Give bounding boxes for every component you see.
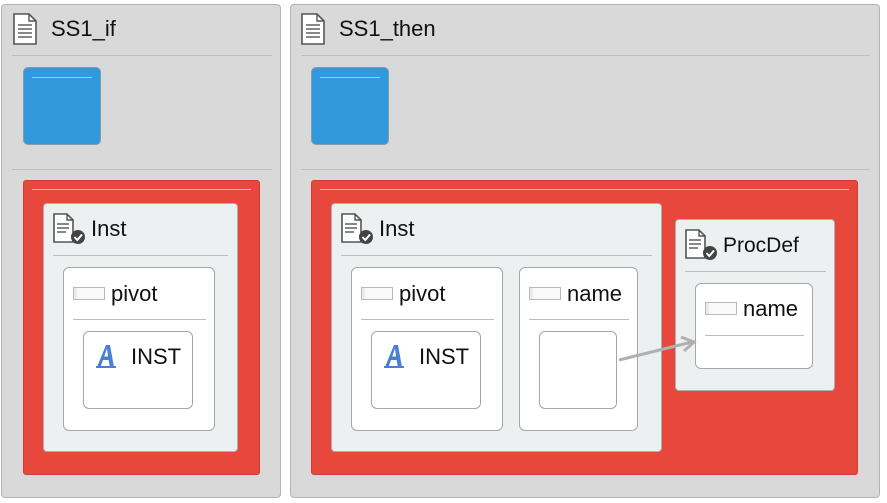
field-label: name [743,296,799,321]
blue-block-highlight [320,77,380,78]
node-title: Inst [379,216,415,241]
field-label: pivot [111,281,158,306]
blue-block[interactable] [23,67,101,145]
document-icon [12,13,38,45]
type-value: INST [131,344,182,369]
blue-block-highlight [32,77,92,78]
name-value-box[interactable] [539,331,617,409]
divider [301,55,870,56]
panel-title: SS1_if [51,16,116,41]
field-icon [705,302,737,315]
blue-block[interactable] [311,67,389,145]
document-check-icon [340,213,374,245]
divider [12,169,272,170]
field-divider [73,319,206,320]
node-title: ProcDef [723,234,799,257]
divider [12,55,272,56]
field-label: name [567,281,623,306]
divider [301,169,870,170]
type-value: INST [419,344,470,369]
node-divider [341,255,652,256]
type-a-icon [382,343,410,374]
document-check-icon [52,213,86,245]
field-divider [361,319,494,320]
node-divider [53,255,228,256]
red-region-rule [32,189,251,190]
field-divider [529,319,629,320]
field-icon [529,287,561,300]
field-divider [705,335,804,336]
pivot-value-box[interactable] [371,331,481,409]
pivot-value-box[interactable] [83,331,193,409]
field-icon [361,287,393,300]
field-icon [73,287,105,300]
type-a-icon [94,343,122,374]
document-check-icon [684,229,718,261]
field-label: pivot [399,281,446,306]
node-divider [685,271,826,272]
red-region-rule [320,189,849,190]
node-title: Inst [91,216,127,241]
document-icon [300,13,326,45]
procdef-name-field[interactable] [695,283,813,369]
panel-title: SS1_then [339,16,436,41]
